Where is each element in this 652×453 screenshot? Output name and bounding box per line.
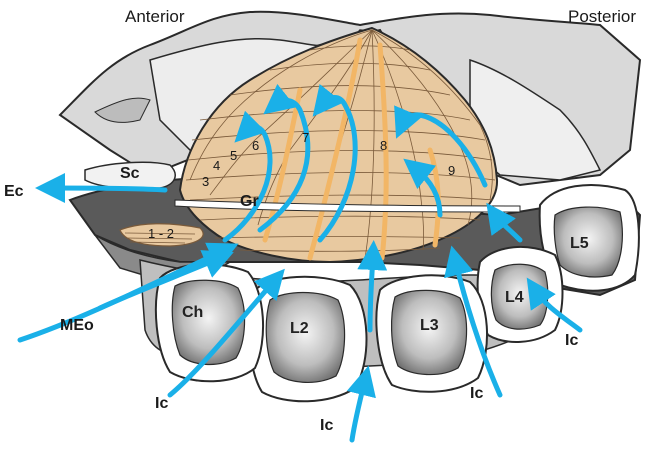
label-fold-5: 5 xyxy=(230,148,237,163)
label-gr: Gr xyxy=(240,193,259,210)
label-l2: L2 xyxy=(290,320,309,337)
label-fold-4: 4 xyxy=(213,158,220,173)
ring-ch xyxy=(156,264,263,381)
label-meo: MEo xyxy=(60,317,94,334)
label-l5: L5 xyxy=(570,235,589,252)
flow-arrow-icon xyxy=(50,188,165,190)
label-fold-8: 8 xyxy=(380,138,387,153)
label-ic-1: Ic xyxy=(155,395,168,412)
label-ic-2: Ic xyxy=(320,417,333,434)
label-ic-3: Ic xyxy=(470,385,483,402)
flow-arrow-icon xyxy=(370,255,373,330)
ring-l2 xyxy=(249,277,366,402)
label-ch: Ch xyxy=(182,304,203,321)
label-posterior: Posterior xyxy=(568,7,636,26)
label-fold-9: 9 xyxy=(448,163,455,178)
label-ec: Ec xyxy=(4,183,24,200)
label-fold-1-2: 1 - 2 xyxy=(148,226,174,241)
label-fold-7: 7 xyxy=(302,130,309,145)
label-fold-3: 3 xyxy=(202,174,209,189)
label-ic-4: Ic xyxy=(565,332,578,349)
label-fold-6: 6 xyxy=(252,138,259,153)
label-anterior: Anterior xyxy=(125,7,185,26)
label-l3: L3 xyxy=(420,317,439,334)
label-sc: Sc xyxy=(120,165,140,182)
label-l4: L4 xyxy=(505,289,524,306)
